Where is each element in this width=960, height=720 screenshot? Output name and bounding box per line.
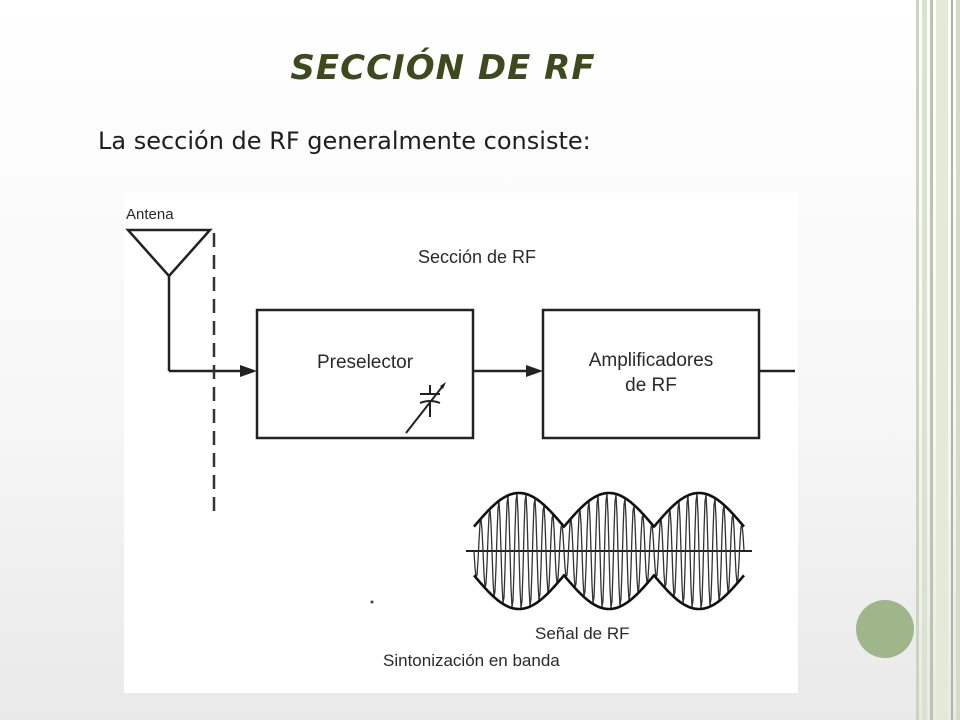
decorative-side-stripes bbox=[916, 0, 960, 720]
waveform-envelope-bottom bbox=[473, 573, 745, 611]
rf-section-label: Sección de RF bbox=[418, 247, 536, 267]
stray-mark bbox=[370, 600, 374, 604]
decorative-circle bbox=[856, 600, 914, 658]
rf-signal-waveform bbox=[466, 491, 752, 611]
waveform-carrier bbox=[473, 493, 745, 609]
amplifier-label-line2: de RF bbox=[625, 375, 677, 396]
in-band-tuning-label: Sintonización en banda bbox=[383, 651, 560, 670]
slide-subtitle: La sección de RF generalmente consiste: bbox=[98, 127, 591, 155]
rf-signal-label: Señal de RF bbox=[535, 624, 630, 643]
variable-capacitor-icon bbox=[405, 385, 443, 434]
rf-section-diagram: Antena Sección de RF Preselector Amplifi… bbox=[124, 193, 798, 693]
rf-amplifier-box bbox=[541, 308, 761, 440]
waveform-envelope-top bbox=[473, 491, 745, 529]
amplifier-label-line1: Amplificadores bbox=[589, 350, 714, 371]
slide-title: SECCIÓN DE RF bbox=[290, 48, 596, 88]
preselector-box bbox=[255, 308, 475, 440]
antenna-symbol bbox=[125, 228, 242, 373]
arrow-to-amplifier bbox=[526, 365, 543, 377]
antenna-label: Antena bbox=[126, 206, 174, 223]
preselector-label: Preselector bbox=[317, 352, 414, 373]
arrow-to-preselector bbox=[240, 365, 257, 377]
